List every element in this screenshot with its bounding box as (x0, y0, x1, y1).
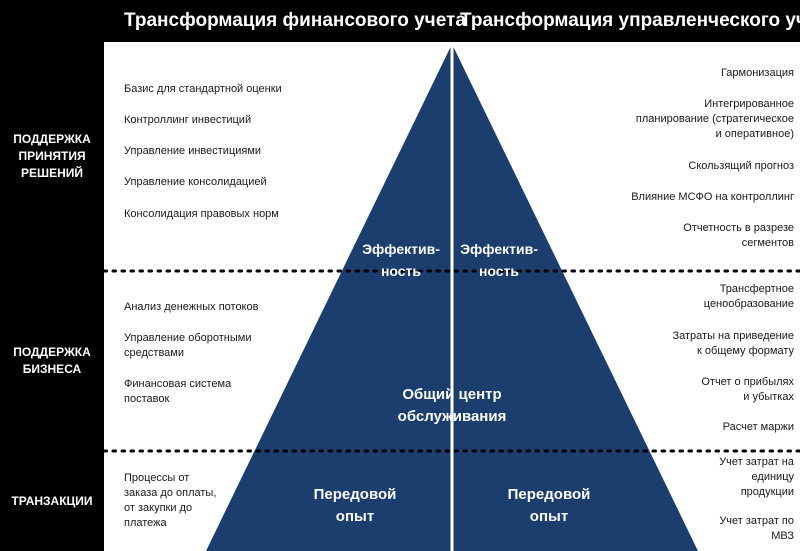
right-item-transfer-pricing-line2: ценообразование (703, 298, 794, 310)
pyramid-diagram (104, 44, 800, 551)
left-item-order-to-cash-line3: от закупки до (124, 502, 193, 514)
right-item-unit-cost-line3: продукции (740, 486, 794, 498)
right-item-ifrs-impact: Влияние МСФО на контроллинг (631, 191, 794, 203)
financial-accounting-header: Трансформация финансового учета (124, 10, 466, 31)
right-item-integrated-planning-line1: Интегрированное (704, 98, 794, 110)
right-item-common-format-costs-line2: к общему формату (697, 345, 794, 357)
left-item-supply-finance: Финансовая система поставок (124, 377, 231, 407)
triangle-efficiency-left-line2: ность (380, 263, 422, 279)
left-item-working-capital-line1: Управление оборотными (124, 332, 252, 344)
right-item-transfer-pricing: Трансфертное ценообразование (704, 282, 794, 312)
right-item-profit-loss: Отчет о прибылях и убытках (701, 375, 794, 405)
triangle-shared-service-center-line2: обслуживания (397, 408, 507, 425)
right-item-cost-center: Учет затрат по МВЗ (719, 514, 794, 544)
left-item-legal-consolidation: Консолидация правовых норм (124, 208, 279, 220)
right-item-integrated-planning-line2: планирование (стратегическое (635, 113, 794, 125)
triangle-best-practice-left-line1: Передовой (313, 486, 397, 503)
right-item-integrated-planning: Интегрированное планирование (стратегиче… (636, 97, 794, 142)
left-item-cash-flow-analysis: Анализ денежных потоков (124, 301, 259, 313)
row-label-transactions: ТРАНЗАКЦИИ (0, 451, 104, 551)
right-item-common-format-costs-line1: Затраты на приведение (672, 330, 795, 342)
row-label-decision-support-text: ПОДДЕРЖКА ПРИНЯТИЯ РЕШЕНИЙ (13, 132, 91, 180)
management-accounting-header: Трансформация управленческого учета (460, 10, 800, 31)
triangle-efficiency-right: Эффектив- ность (454, 238, 544, 282)
right-item-rolling-forecast: Скользящий прогноз (688, 160, 794, 172)
right-item-unit-cost: Учет затрат на единицу продукции (719, 455, 794, 500)
right-item-cost-center-line1: Учет затрат по (719, 515, 794, 527)
left-item-order-to-cash: Процессы от заказа до оплаты, от закупки… (124, 471, 216, 531)
left-item-order-to-cash-line4: платежа (124, 517, 167, 529)
right-item-segment-reporting: Отчетность в разрезе сегментов (683, 221, 794, 251)
right-item-segment-reporting-line1: Отчетность в разрезе (683, 222, 794, 234)
left-item-consolidation-management: Управление консолидацией (124, 176, 267, 188)
triangle-best-practice-right-line2: опыт (529, 508, 569, 525)
row-label-business-support-text: ПОДДЕРЖКА БИЗНЕСА (13, 345, 91, 376)
left-item-working-capital: Управление оборотными средствами (124, 331, 251, 361)
left-item-investment-management: Управление инвестициями (124, 145, 262, 157)
triangle-efficiency-left-line1: Эффектив- (362, 241, 440, 257)
right-item-unit-cost-line1: Учет затрат на (719, 456, 794, 468)
left-item-order-to-cash-line1: Процессы от (124, 472, 190, 484)
triangle-best-practice-left: Передовой опыт (300, 484, 410, 528)
triangle-shared-service-center: Общий центр обслуживания (372, 384, 532, 428)
triangle-efficiency-right-line2: ность (478, 263, 520, 279)
row-label-decision-support: ПОДДЕРЖКА ПРИНЯТИЯ РЕШЕНИЙ (0, 42, 104, 271)
right-item-margin-calculation: Расчет маржи (722, 421, 794, 433)
row-label-transactions-text: ТРАНЗАКЦИИ (11, 493, 93, 508)
right-item-cost-center-line2: МВЗ (771, 530, 794, 542)
right-item-segment-reporting-line2: сегментов (741, 237, 794, 249)
right-item-profit-loss-line1: Отчет о прибылях (701, 376, 794, 388)
right-item-harmonization: Гармонизация (720, 67, 794, 79)
left-item-standard-valuation: Базис для стандартной оценки (124, 83, 282, 95)
left-item-investment-controlling: Контроллинг инвестиций (124, 114, 252, 126)
left-item-supply-finance-line2: поставок (124, 393, 170, 405)
left-item-supply-finance-line1: Финансовая система (124, 378, 232, 390)
right-item-profit-loss-line2: и убытках (743, 391, 794, 403)
right-item-integrated-planning-line3: и оперативное) (715, 128, 794, 140)
triangle-best-practice-right-line1: Передовой (507, 486, 591, 503)
left-item-working-capital-line2: средствами (124, 347, 184, 359)
triangle-shared-service-center-line1: Общий центр (402, 386, 502, 403)
row-label-business-support: ПОДДЕРЖКА БИЗНЕСА (0, 271, 104, 451)
triangle-efficiency-right-line1: Эффектив- (460, 241, 538, 257)
triangle-efficiency-left: Эффектив- ность (356, 238, 446, 282)
left-item-order-to-cash-line2: заказа до оплаты, (124, 487, 217, 499)
right-item-common-format-costs: Затраты на приведение к общему формату (673, 329, 795, 359)
right-item-transfer-pricing-line1: Трансфертное (719, 283, 794, 295)
triangle-best-practice-left-line2: опыт (335, 508, 375, 525)
right-item-unit-cost-line2: единицу (751, 471, 794, 483)
triangle-best-practice-right: Передовой опыт (494, 484, 604, 528)
